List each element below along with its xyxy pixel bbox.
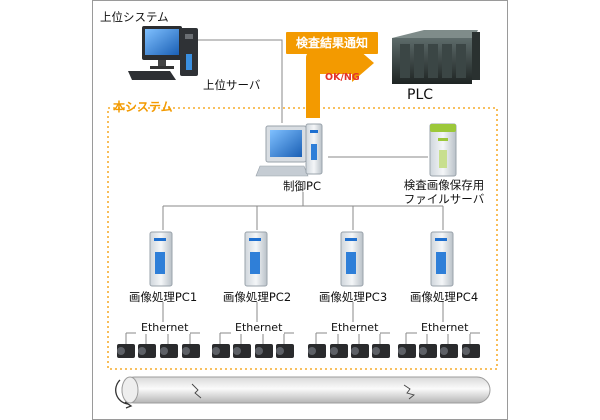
processing-pc-3-label: 画像処理PC3 [318,290,388,304]
storage-label-line1: 検査画像保存用 [403,178,485,192]
processing-pc-2-label: 画像処理PC2 [222,290,292,304]
camera-icon [160,344,178,358]
upper-system-pc-icon [128,26,198,80]
ethernet-label-4: Ethernet [419,321,471,334]
notification-arrow [306,44,374,118]
rotation-arrow-icon [115,379,129,405]
inspection-result-badge: 検査結果通知 [286,32,378,54]
camera-icon [276,344,294,358]
ethernet-label-2: Ethernet [233,321,285,334]
upper-server-label: 上位サーバ [203,78,261,92]
connection-lines [125,39,480,344]
processing-pc-4-label: 画像処理PC4 [409,290,479,304]
inspected-pipe [115,376,491,409]
processing-pc-1-icon [149,231,173,287]
ethernet-label-1: Ethernet [139,321,191,334]
upper-system-label: 上位システム [100,10,169,24]
camera-group-3 [308,344,390,358]
camera-group-4 [398,344,480,358]
storage-server-icon [429,123,457,177]
control-pc-icon [255,123,323,177]
camera-icon [462,344,480,358]
camera-group-1 [117,344,200,358]
processing-pc-4-icon [430,231,454,287]
camera-icon [255,344,273,358]
ethernet-label-3: Ethernet [329,321,381,334]
okng-label: OK/NG [325,72,360,83]
crack-icon [191,383,202,399]
plc-label: PLC [407,87,434,103]
camera-icon [398,344,416,358]
camera-icon [212,344,230,358]
plc-icon [392,30,480,84]
this-system-label: 本システム [113,100,173,114]
camera-icon [182,344,200,358]
crack-icon [403,384,415,400]
processing-pc-1-label: 画像処理PC1 [128,290,198,304]
camera-icon [138,344,156,358]
camera-icon [440,344,458,358]
camera-icon [351,344,369,358]
camera-group-2 [212,344,294,358]
camera-icon [419,344,437,358]
line-upper-to-control [185,39,283,123]
camera-icon [308,344,326,358]
camera-icon [117,344,135,358]
camera-icon [372,344,390,358]
camera-icon [233,344,251,358]
camera-icon [330,344,348,358]
control-pc-label: 制御PC [283,179,321,193]
processing-pc-3-icon [340,231,364,287]
storage-label-line2: ファイルサーバ [403,192,485,206]
processing-pc-2-icon [244,231,268,287]
